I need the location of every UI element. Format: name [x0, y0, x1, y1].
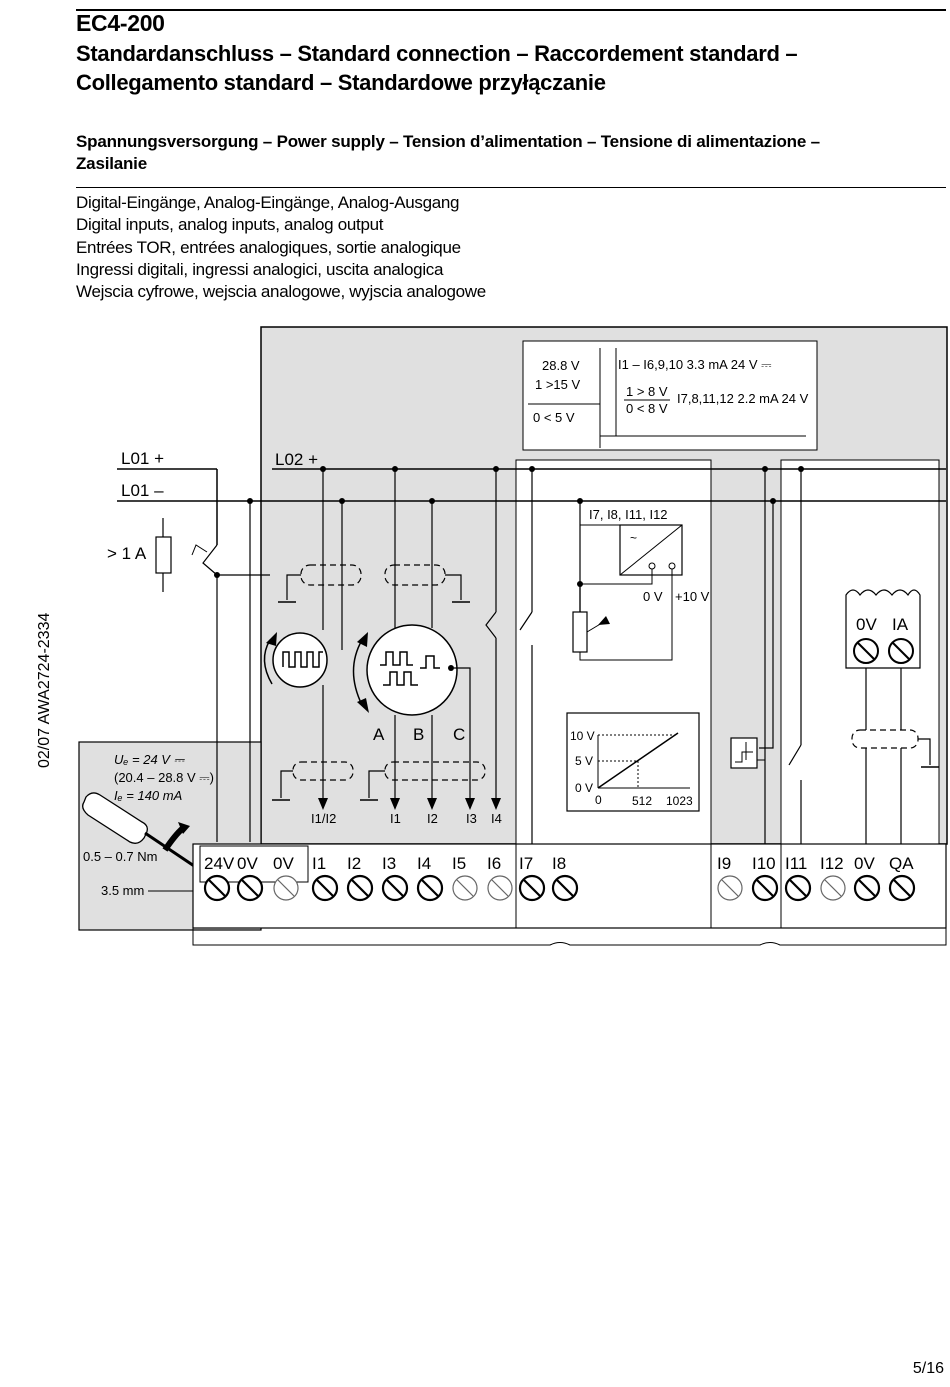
terminal-label: 24V	[204, 854, 235, 873]
sensor-wiring	[322, 469, 581, 650]
section-heading: Spannungsversorgung – Power supply – Ten…	[76, 131, 936, 175]
graph-y-5v: 5 V	[575, 754, 593, 768]
terminal-label: I2	[347, 854, 361, 873]
scaling-graph	[566, 712, 700, 812]
proximity-sensor	[272, 632, 328, 688]
section-heading-line-2: Zasilanie	[76, 154, 147, 173]
description-block: Digital-Eingänge, Analog-Eingänge, Analo…	[76, 192, 486, 303]
converter-tilde: ~	[630, 531, 637, 545]
terminal-row-right: I9 I10 I11 I12 0V QA	[717, 854, 916, 902]
terminal-label: I1	[312, 854, 326, 873]
rail-l01-plus: L01 +	[121, 449, 164, 468]
graph-x-0: 0	[595, 793, 602, 807]
fuse-rating: > 1 A	[107, 544, 147, 563]
cable-shield	[384, 761, 486, 781]
graph-y-0v: 0 V	[575, 781, 593, 795]
terminal-label: I7	[519, 854, 533, 873]
page-number: 5/16	[912, 1360, 944, 1377]
spec-one-threshold-8: 1 > 8 V	[626, 384, 668, 399]
terminal-label: I4	[417, 854, 431, 873]
cable-shield	[851, 729, 919, 749]
arrow-label-i1: I1	[390, 811, 401, 826]
spec-one-threshold: 1 >15 V	[535, 377, 581, 392]
cable-shield	[300, 564, 362, 586]
arrow-label-i4: I4	[491, 811, 502, 826]
terminal-label: I5	[452, 854, 466, 873]
arrow-label-i1-i2: I1/I2	[311, 811, 336, 826]
spec-zero-threshold: 0 < 5 V	[533, 410, 575, 425]
terminal-label: I11	[785, 854, 807, 873]
cable-shield	[292, 761, 354, 781]
arrow-label-i3: I3	[466, 811, 477, 826]
terminal-label: I8	[552, 854, 566, 873]
fuse-symbol	[155, 536, 172, 574]
graph-x-1023: 1023	[666, 794, 693, 808]
label-plus-10v: +10 V	[675, 589, 710, 604]
section-rule	[76, 187, 946, 188]
top-rule	[76, 9, 946, 11]
graph-y-10v: 10 V	[570, 729, 595, 743]
terminal-label: 0V	[237, 854, 258, 873]
title-line-1: Standardanschluss – Standard connection …	[76, 41, 798, 66]
graph-x-512: 512	[632, 794, 652, 808]
cable-shield	[384, 564, 446, 586]
encoder-track-c: C	[453, 725, 465, 744]
limit-switch	[485, 611, 497, 639]
rail-l01-minus: L01 –	[121, 481, 164, 500]
supply-voltage: Uₑ = 24 V ⎓	[114, 752, 186, 767]
analog-inputs-label: I7, I8, I11, I12	[589, 507, 668, 522]
terminal-label: 0V	[854, 854, 875, 873]
torque-spec: 0.5 – 0.7 Nm	[83, 849, 157, 864]
model-title: EC4-200	[76, 10, 165, 36]
terminal-label: 0V	[273, 854, 294, 873]
terminal-label: I3	[382, 854, 396, 873]
terminal-label: I12	[820, 854, 844, 873]
description-line: Entrées TOR, entrées analogiques, sortie…	[76, 237, 461, 257]
terminal-label: I9	[717, 854, 731, 873]
spec-inputs-a: I1 – I6,9,10 3.3 mA 24 V ⎓	[618, 357, 771, 372]
supply-range: (20.4 – 28.8 V ⎓)	[114, 770, 214, 785]
encoder-track-b: B	[413, 725, 424, 744]
description-line: Digital-Eingänge, Analog-Eingänge, Analo…	[76, 193, 460, 212]
aout-ia: IA	[892, 615, 909, 634]
encoder-track-a: A	[373, 725, 385, 744]
title-line-2: Collegamento standard – Standardowe przy…	[76, 70, 606, 95]
potentiometer	[572, 611, 588, 653]
level-sensor	[730, 737, 758, 769]
aout-0v: 0V	[856, 615, 877, 634]
description-line: Digital inputs, analog inputs, analog ou…	[76, 215, 384, 235]
arrow-label-i2: I2	[427, 811, 438, 826]
supply-current: Iₑ = 140 mA	[114, 788, 182, 803]
rotary-encoder	[366, 624, 458, 716]
spec-v-high: 28.8 V	[542, 358, 580, 373]
label-0v: 0 V	[643, 589, 663, 604]
description-line: Wejscia cyfrowe, wejscia analogowe, wyjs…	[76, 282, 486, 302]
spec-zero-threshold-8: 0 < 8 V	[626, 401, 668, 416]
rail-l02-plus: L02 +	[275, 450, 318, 469]
section-heading-line-1: Spannungsversorgung – Power supply – Ten…	[76, 132, 820, 151]
page-title: Standardanschluss – Standard connection …	[76, 39, 936, 97]
main-switch	[202, 544, 218, 576]
spec-box	[522, 340, 818, 451]
terminal-label: QA	[889, 854, 914, 873]
contact-switch	[519, 611, 533, 631]
terminal-label: I6	[487, 854, 501, 873]
terminal-label: I10	[752, 854, 776, 873]
description-line: Ingressi digitali, ingressi analogici, u…	[76, 259, 444, 279]
spec-inputs-b: I7,8,11,12 2.2 mA 24 V	[677, 391, 809, 406]
screwdriver-spec: 3.5 mm	[101, 883, 144, 898]
